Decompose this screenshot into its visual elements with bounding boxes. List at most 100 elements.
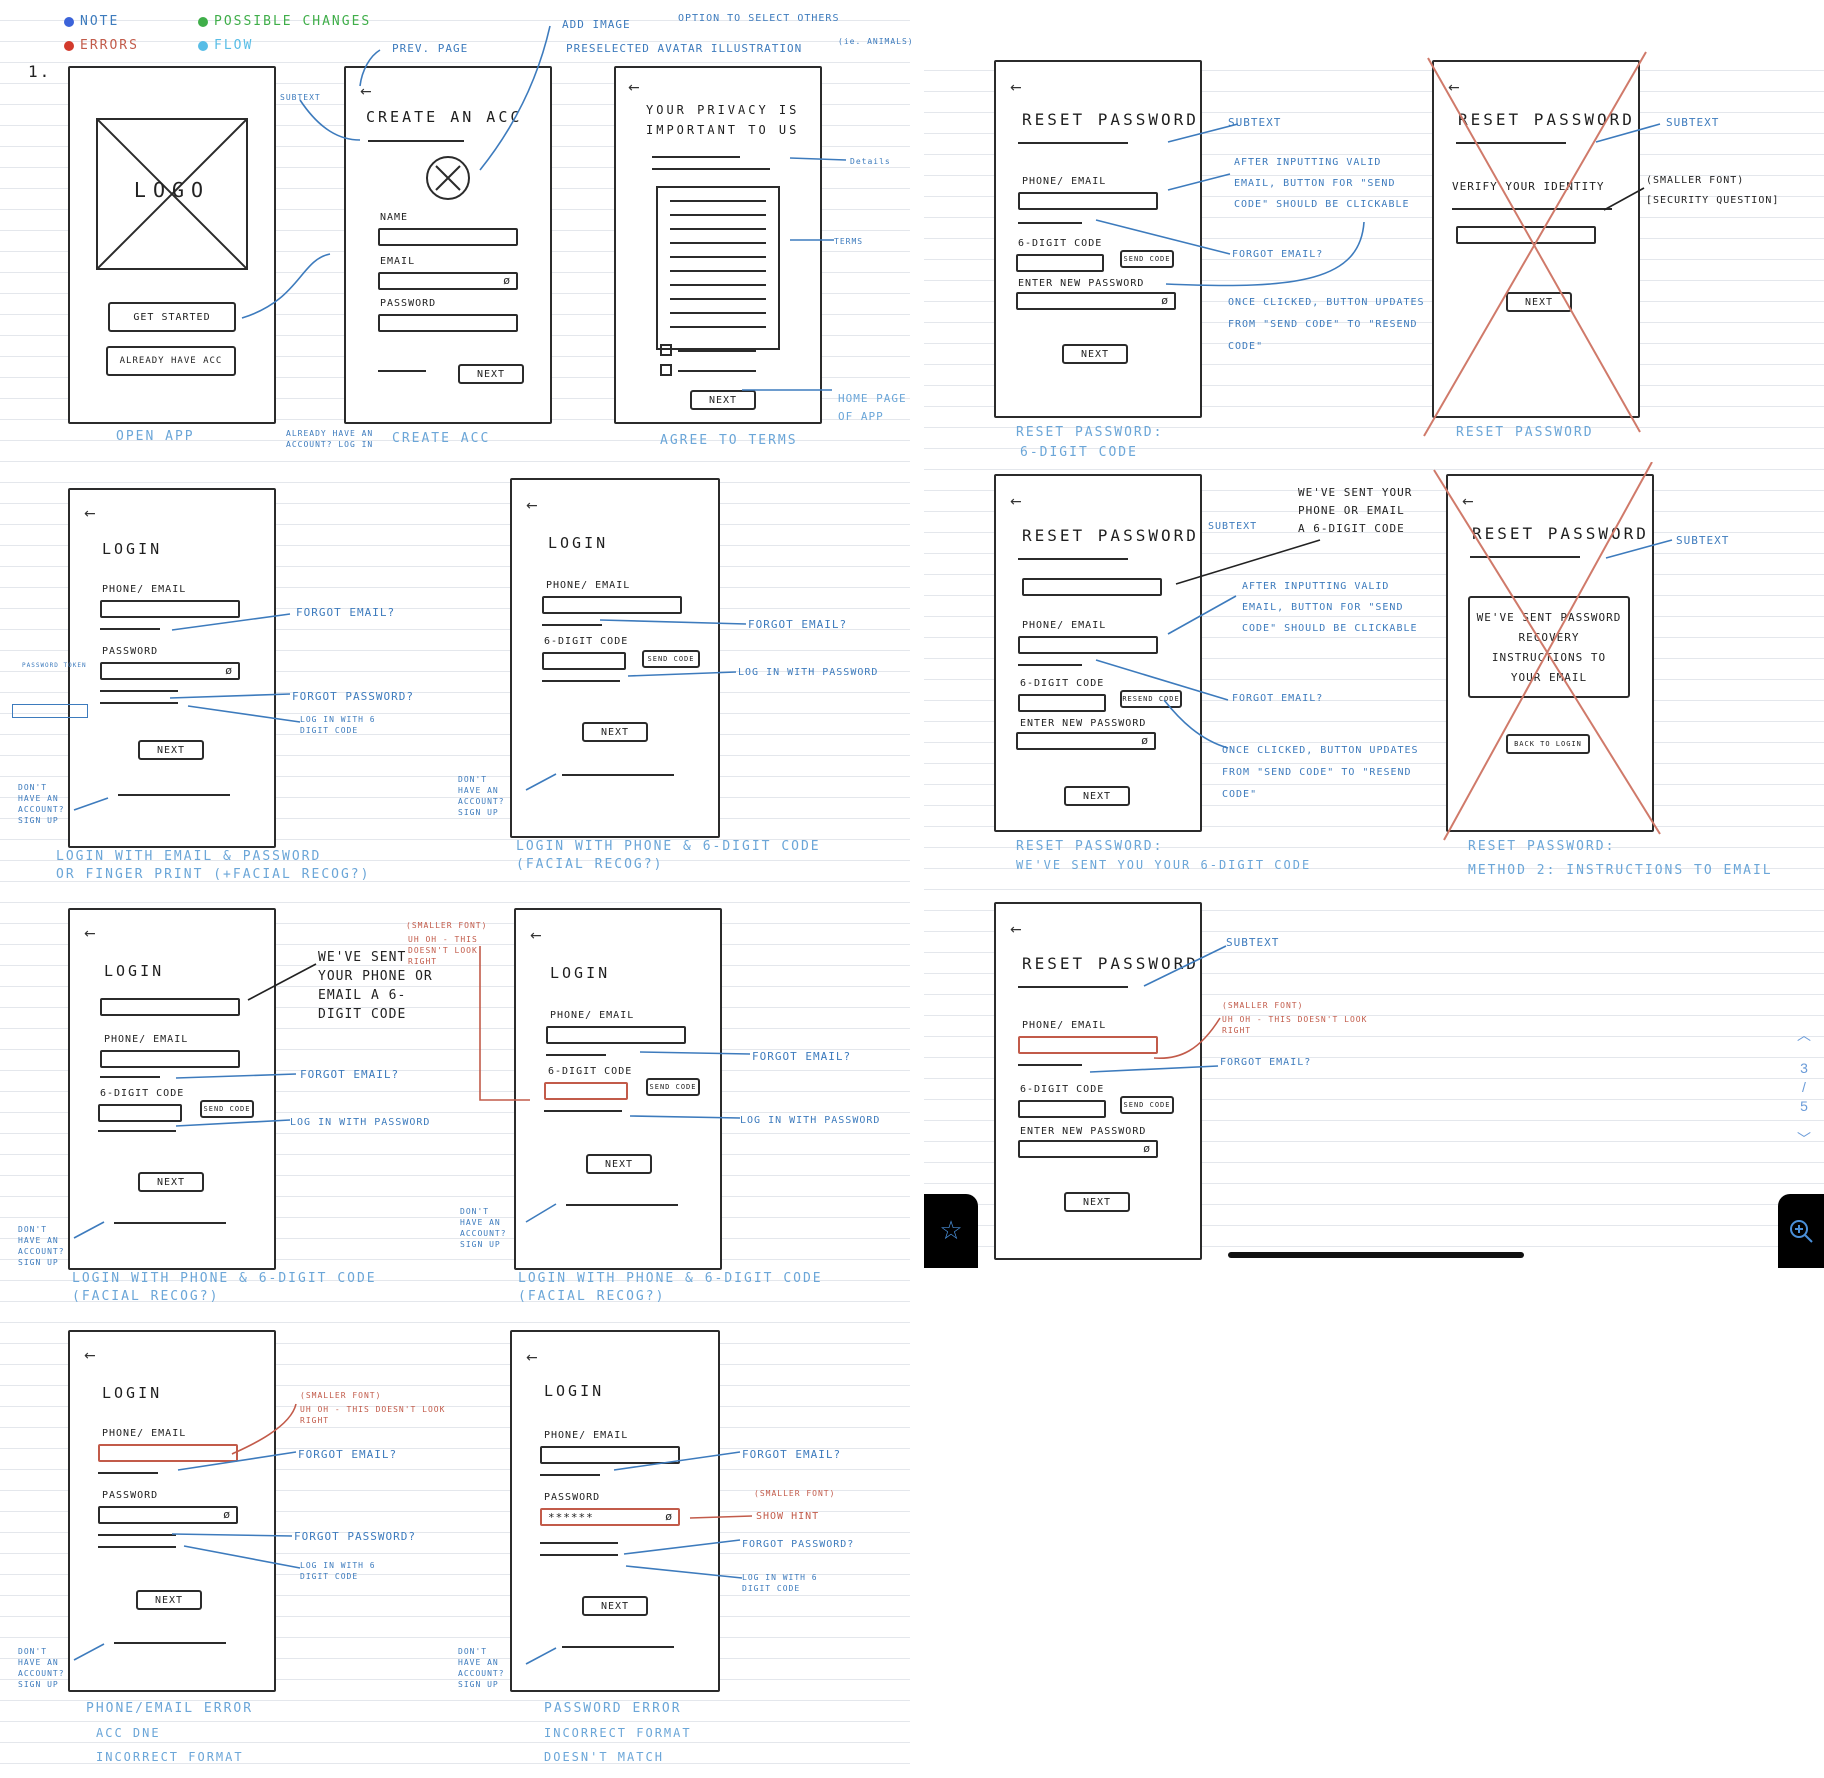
note-forgot-email: FORGOT EMAIL? bbox=[298, 1448, 398, 1461]
ann-add-image: ADD IMAGE bbox=[562, 18, 631, 31]
phone-email-field-error[interactable] bbox=[98, 1444, 238, 1462]
phone-email-label: PHONE/ EMAIL bbox=[1022, 176, 1107, 187]
back-arrow-icon[interactable]: ← bbox=[628, 80, 640, 96]
send-code-button[interactable]: SEND CODE bbox=[1120, 1096, 1174, 1114]
back-arrow-icon[interactable]: ← bbox=[1010, 494, 1022, 510]
code-label: 6-DIGIT CODE bbox=[544, 636, 629, 647]
wireframe-login-email-error: ← LOGIN PHONE/ EMAIL PASSWORD ø NEXT bbox=[68, 1330, 276, 1692]
next-button[interactable]: NEXT bbox=[1506, 292, 1572, 312]
phone-email-field[interactable] bbox=[542, 596, 682, 614]
ann-option: OPTION TO SELECT OTHERS bbox=[678, 13, 840, 24]
back-arrow-icon[interactable]: ← bbox=[1010, 922, 1022, 938]
caption-login-a1: LOGIN WITH EMAIL & PASSWORD bbox=[56, 849, 322, 864]
next-button[interactable]: NEXT bbox=[582, 1596, 648, 1616]
phone-email-field[interactable] bbox=[540, 1446, 680, 1464]
eye-off-icon[interactable]: ø bbox=[1143, 1142, 1150, 1155]
phone-email-field[interactable] bbox=[1018, 636, 1158, 654]
note-after-valid: AFTER INPUTTING VALID EMAIL, BUTTON FOR … bbox=[1242, 581, 1418, 634]
eye-off-icon[interactable]: ø bbox=[225, 664, 232, 677]
code-field[interactable] bbox=[1018, 1100, 1106, 1118]
phone-email-field[interactable] bbox=[100, 600, 240, 618]
back-arrow-icon[interactable]: ← bbox=[526, 1350, 538, 1366]
caption-reset-1b: 6-DIGIT CODE bbox=[1020, 445, 1138, 460]
next-button[interactable]: NEXT bbox=[582, 722, 648, 742]
security-answer-field[interactable] bbox=[1456, 226, 1596, 244]
get-started-button[interactable]: GET STARTED bbox=[108, 302, 236, 332]
note-security-question: [SECURITY QUESTION] bbox=[1646, 195, 1780, 206]
already-have-acc-button[interactable]: ALREADY HAVE ACC bbox=[106, 346, 236, 376]
next-button[interactable]: NEXT bbox=[690, 390, 756, 410]
next-button[interactable]: NEXT bbox=[1062, 344, 1128, 364]
eye-off-icon[interactable]: ø bbox=[1141, 734, 1148, 747]
eye-off-icon[interactable]: ø bbox=[665, 1510, 672, 1523]
phone-email-label: PHONE/ EMAIL bbox=[544, 1430, 629, 1441]
zoom-in-button[interactable] bbox=[1778, 1194, 1824, 1268]
password-field[interactable] bbox=[378, 314, 518, 332]
phone-email-field-error[interactable] bbox=[1018, 1036, 1158, 1054]
ann-preselected: PRESELECTED AVATAR ILLUSTRATION bbox=[566, 42, 803, 55]
back-arrow-icon[interactable]: ← bbox=[1448, 80, 1460, 96]
next-button[interactable]: NEXT bbox=[136, 1590, 202, 1610]
next-button[interactable]: NEXT bbox=[586, 1154, 652, 1174]
next-button[interactable]: NEXT bbox=[138, 1172, 204, 1192]
note-subtext: SUBTEXT bbox=[1666, 116, 1720, 129]
send-code-button[interactable]: SEND CODE bbox=[200, 1100, 254, 1118]
note-forgot-password: FORGOT PASSWORD? bbox=[742, 1539, 855, 1550]
resend-code-button[interactable]: RESEND CODE bbox=[1120, 690, 1182, 708]
send-code-button[interactable]: SEND CODE bbox=[646, 1078, 700, 1096]
caption-err2b: DOESN'T MATCH bbox=[544, 1750, 664, 1764]
send-code-button[interactable]: SEND CODE bbox=[1120, 250, 1174, 268]
agree-checkbox-2[interactable] bbox=[660, 364, 672, 376]
password-field[interactable]: ø bbox=[98, 1506, 238, 1524]
note-once-clicked: ONCE CLICKED, BUTTON UPDATES FROM "SEND … bbox=[1222, 745, 1419, 800]
note-login-code: LOG IN WITH 6 DIGIT CODE bbox=[300, 715, 376, 735]
back-arrow-icon[interactable]: ← bbox=[84, 506, 96, 522]
back-arrow-icon[interactable]: ← bbox=[360, 84, 372, 100]
eye-off-icon[interactable]: ø bbox=[1161, 294, 1168, 307]
password-field-error[interactable]: ****** ø bbox=[540, 1508, 680, 1526]
new-password-label: ENTER NEW PASSWORD bbox=[1018, 278, 1145, 289]
phone-email-label: PHONE/ EMAIL bbox=[102, 1428, 187, 1439]
chevron-down-icon[interactable]: ﹀ bbox=[1797, 1131, 1811, 1147]
send-code-button[interactable]: SEND CODE bbox=[642, 650, 700, 668]
new-password-field[interactable]: ø bbox=[1018, 1140, 1158, 1158]
back-arrow-icon[interactable]: ← bbox=[530, 928, 542, 944]
ann-details: Details bbox=[850, 157, 891, 166]
email-field[interactable]: ø bbox=[378, 272, 518, 290]
new-password-field[interactable]: ø bbox=[1016, 732, 1156, 750]
back-arrow-icon[interactable]: ← bbox=[526, 498, 538, 514]
back-arrow-icon[interactable]: ← bbox=[1010, 80, 1022, 96]
code-field[interactable] bbox=[1016, 254, 1104, 272]
new-password-field[interactable]: ø bbox=[1016, 292, 1176, 310]
agree-checkbox-1[interactable] bbox=[660, 344, 672, 356]
note-smaller-font: (SMALLER FONT) bbox=[754, 1489, 836, 1498]
next-button[interactable]: NEXT bbox=[138, 740, 204, 760]
phone-email-label: PHONE/ EMAIL bbox=[104, 1034, 189, 1045]
next-button[interactable]: NEXT bbox=[1064, 1192, 1130, 1212]
back-arrow-icon[interactable]: ← bbox=[84, 1348, 96, 1364]
wireframe-reset-verify-crossed: ← RESET PASSWORD VERIFY YOUR IDENTITY NE… bbox=[1432, 60, 1640, 418]
verify-label: VERIFY YOUR IDENTITY bbox=[1452, 180, 1605, 193]
password-field[interactable]: ø bbox=[100, 662, 240, 680]
chevron-up-icon[interactable]: ︿ bbox=[1797, 1027, 1811, 1043]
back-to-login-button[interactable]: BACK TO LOGIN bbox=[1506, 734, 1590, 754]
eye-off-icon[interactable]: ø bbox=[223, 1508, 230, 1521]
star-icon: ☆ bbox=[939, 1216, 963, 1246]
name-field[interactable] bbox=[378, 228, 518, 246]
avatar-placeholder-icon[interactable] bbox=[426, 156, 470, 200]
eye-off-icon[interactable]: ø bbox=[503, 274, 510, 287]
phone-email-field[interactable] bbox=[1018, 192, 1158, 210]
code-field[interactable] bbox=[98, 1104, 182, 1122]
code-field[interactable] bbox=[542, 652, 626, 670]
reset-title: RESET PASSWORD bbox=[1458, 110, 1635, 129]
wireframe-reset-error: ← RESET PASSWORD PHONE/ EMAIL 6-DIGIT CO… bbox=[994, 902, 1202, 1260]
next-button[interactable]: NEXT bbox=[458, 364, 524, 384]
phone-email-field[interactable] bbox=[100, 1050, 240, 1068]
phone-email-field[interactable] bbox=[546, 1026, 686, 1044]
code-field-error[interactable] bbox=[544, 1082, 628, 1100]
back-arrow-icon[interactable]: ← bbox=[1462, 494, 1474, 510]
favorite-button[interactable]: ☆ bbox=[924, 1194, 978, 1268]
next-button[interactable]: NEXT bbox=[1064, 786, 1130, 806]
back-arrow-icon[interactable]: ← bbox=[84, 926, 96, 942]
code-field[interactable] bbox=[1018, 694, 1106, 712]
